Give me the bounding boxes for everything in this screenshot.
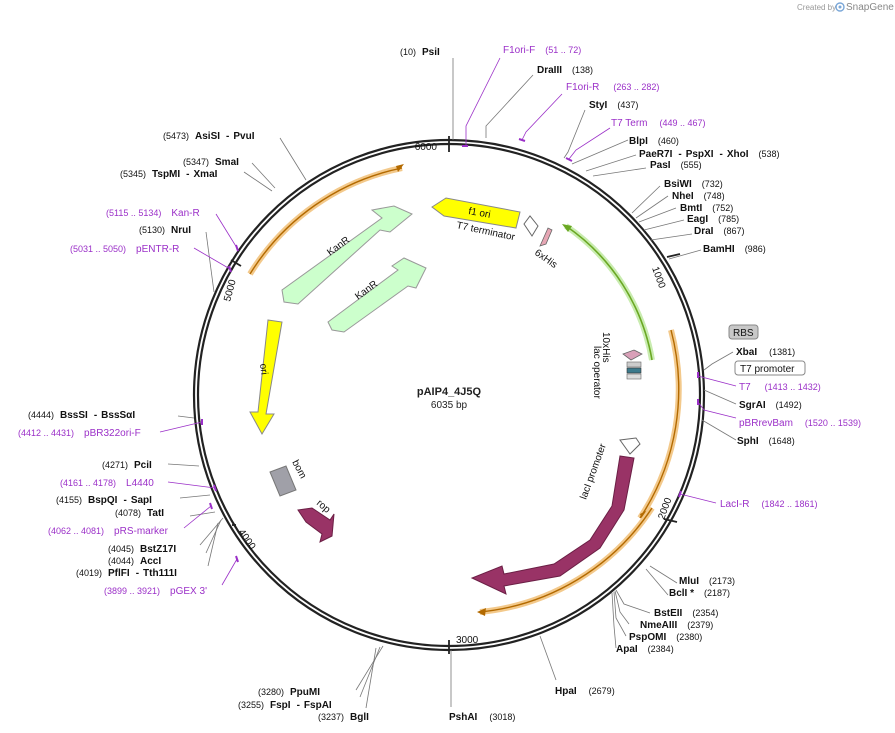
enzyme-paer7i-pspxi-xhoi[interactable]: PaeR7I-PspXI-XhoI(538) <box>639 149 780 160</box>
primer-l4440[interactable]: (4161 .. 4178)L4440 <box>60 478 154 489</box>
enzyme-draiii[interactable]: DraIII(138) <box>537 65 593 76</box>
primer-f1ori-r[interactable]: F1ori-R(263 .. 282) <box>566 82 659 93</box>
enzyme-bamhi[interactable]: BamHI(986) <box>703 244 766 255</box>
created-by-label: Created by <box>797 3 836 12</box>
primer-pbr322ori-f[interactable]: (4412 .. 4431)pBR322ori-F <box>18 428 141 439</box>
enzyme-asisi-pvui[interactable]: (5473)AsiSI-PvuI <box>163 131 255 142</box>
enzyme-blpi[interactable]: BlpI(460) <box>629 136 679 147</box>
enzyme-nrui[interactable]: (5130)NruI <box>139 225 191 236</box>
enzyme-bstz17i[interactable]: (4045)BstZ17I <box>108 544 176 555</box>
bom-label: bom <box>289 458 308 480</box>
lac-operator-feature[interactable] <box>626 361 642 368</box>
tick-label-6000: 6000 <box>415 142 438 153</box>
primer-leader-lines <box>159 57 737 586</box>
laci-label: lacI <box>555 530 574 549</box>
primer-pbrrevbam[interactable]: pBRrevBam(1520 .. 1539) <box>739 418 861 429</box>
enzyme-pcii[interactable]: (4271)PciI <box>102 460 152 471</box>
plasmid-name: pAIP4_4J5Q <box>417 386 482 398</box>
ori-label: ori <box>257 363 269 375</box>
enzyme-tati[interactable]: (4078)TatI <box>115 508 164 519</box>
ten-his-label: 10xHis <box>600 332 611 363</box>
rop-feature[interactable] <box>297 507 335 543</box>
orf-arc-bottom <box>477 506 655 616</box>
enzyme-bsiwi[interactable]: BsiWI(732) <box>664 179 723 190</box>
primer-t7-term[interactable]: T7 Term(449 .. 467) <box>611 118 706 129</box>
snapgene-brand-label: SnapGene <box>846 2 894 13</box>
primer-pgex-3[interactable]: (3899 .. 3921)pGEX 3' <box>104 586 207 597</box>
enzyme-pshai[interactable]: PshAI(3018) <box>449 712 515 723</box>
laci-promoter-label: lacI promoter <box>578 442 609 501</box>
t7-promoter-feature[interactable] <box>626 373 642 380</box>
enzyme-styi[interactable]: StyI(437) <box>589 100 638 111</box>
t7-promoter-label-box <box>734 360 806 376</box>
orf-arc-left <box>247 164 404 276</box>
f1-ori-feature[interactable] <box>431 197 521 229</box>
primer-t7[interactable]: T7(1413 .. 1432) <box>739 382 821 393</box>
enzyme-drai[interactable]: DraI(867) <box>694 226 744 237</box>
enzyme-bgli[interactable]: (3237)BglI <box>318 712 369 723</box>
tick-marks <box>230 136 681 654</box>
enzyme-pasi[interactable]: PasI(555) <box>650 160 702 171</box>
kanr-outer-arrow[interactable] <box>281 205 413 305</box>
enzyme-hpai[interactable]: HpaI(2679) <box>555 686 615 697</box>
laci-promoter-icon[interactable] <box>619 437 641 455</box>
rbs-label-box <box>728 324 759 340</box>
enzyme-xbai[interactable]: XbaI(1381) <box>736 347 795 358</box>
enzyme-mlui[interactable]: MluI(2173) <box>679 576 735 587</box>
enzyme-acci[interactable]: (4044)AccI <box>108 556 161 567</box>
enzyme-tspmi-xmai[interactable]: (5345)TspMI-XmaI <box>120 169 218 180</box>
six-his-feature[interactable] <box>539 227 553 247</box>
t7-promoter-label: T7 promoter <box>740 364 795 375</box>
laci-feature[interactable] <box>470 455 635 595</box>
bom-feature[interactable] <box>269 465 297 497</box>
enzyme-nhei[interactable]: NheI(748) <box>672 191 725 202</box>
enzyme-pflfi-tth111i[interactable]: (4019)PflFI-Tth111I <box>76 568 177 579</box>
primer-pentr-r[interactable]: (5031 .. 5050)pENTR-R <box>70 244 179 255</box>
ori-feature[interactable] <box>249 319 283 436</box>
enzyme-bspqi-sapi[interactable]: (4155)BspQI-SapI <box>56 495 152 506</box>
six-his-label: 6xHis <box>532 247 559 270</box>
orf-arc-right <box>637 329 682 520</box>
primer-f1ori-f[interactable]: F1ori-F(51 .. 72) <box>503 45 581 56</box>
green-cds-arc <box>562 223 655 361</box>
t7-terminator-icon[interactable] <box>523 215 539 237</box>
rbs-label: RBS <box>733 328 754 339</box>
plasmid-length: 6035 bp <box>431 400 468 411</box>
f1-ori-label: f1 ori <box>467 206 491 221</box>
primer-laci-r[interactable]: LacI-R(1842 .. 1861) <box>720 499 818 510</box>
primer-prs-marker[interactable]: (4062 .. 4081)pRS-marker <box>48 526 169 537</box>
rbs-feature[interactable] <box>626 367 642 374</box>
enzyme-eagi[interactable]: EagI(785) <box>687 214 739 225</box>
primer-kan-r[interactable]: (5115 .. 5134)Kan-R <box>106 208 200 219</box>
ten-his-feature[interactable] <box>622 349 643 361</box>
tick-label-3000: 3000 <box>456 635 479 646</box>
enzyme-sphi[interactable]: SphI(1648) <box>737 436 795 447</box>
enzyme-fspi-fspai[interactable]: (3255)FspI-FspAI <box>238 700 332 711</box>
enzyme-bcli[interactable]: BclI *(2187) <box>669 588 730 599</box>
enzyme-nmeaiii[interactable]: NmeAIII(2379) <box>640 620 713 631</box>
enzyme-bmti[interactable]: BmtI(752) <box>680 203 733 214</box>
tick-label-1000: 1000 <box>649 265 667 290</box>
lac-operator-label: lac operator <box>591 346 602 399</box>
enzyme-sgrai[interactable]: SgrAI(1492) <box>739 400 802 411</box>
enzyme-smai[interactable]: (5347)SmaI <box>183 157 239 168</box>
snapgene-logo-icon <box>835 2 845 12</box>
enzyme-pspomi[interactable]: PspOMI(2380) <box>629 632 702 643</box>
enzyme-apai[interactable]: ApaI(2384) <box>616 644 674 655</box>
kanr-inner-arrow[interactable] <box>327 257 427 333</box>
enzyme-leader-lines <box>167 58 737 709</box>
enzyme-bsteii[interactable]: BstEII(2354) <box>654 608 718 619</box>
enzyme-psii[interactable]: (10)PsiI <box>400 47 440 58</box>
enzyme-ppumi[interactable]: (3280)PpuMI <box>258 687 320 698</box>
enzyme-bsssi-bsssai[interactable]: (4444)BssSI-BssSαI <box>28 410 135 421</box>
